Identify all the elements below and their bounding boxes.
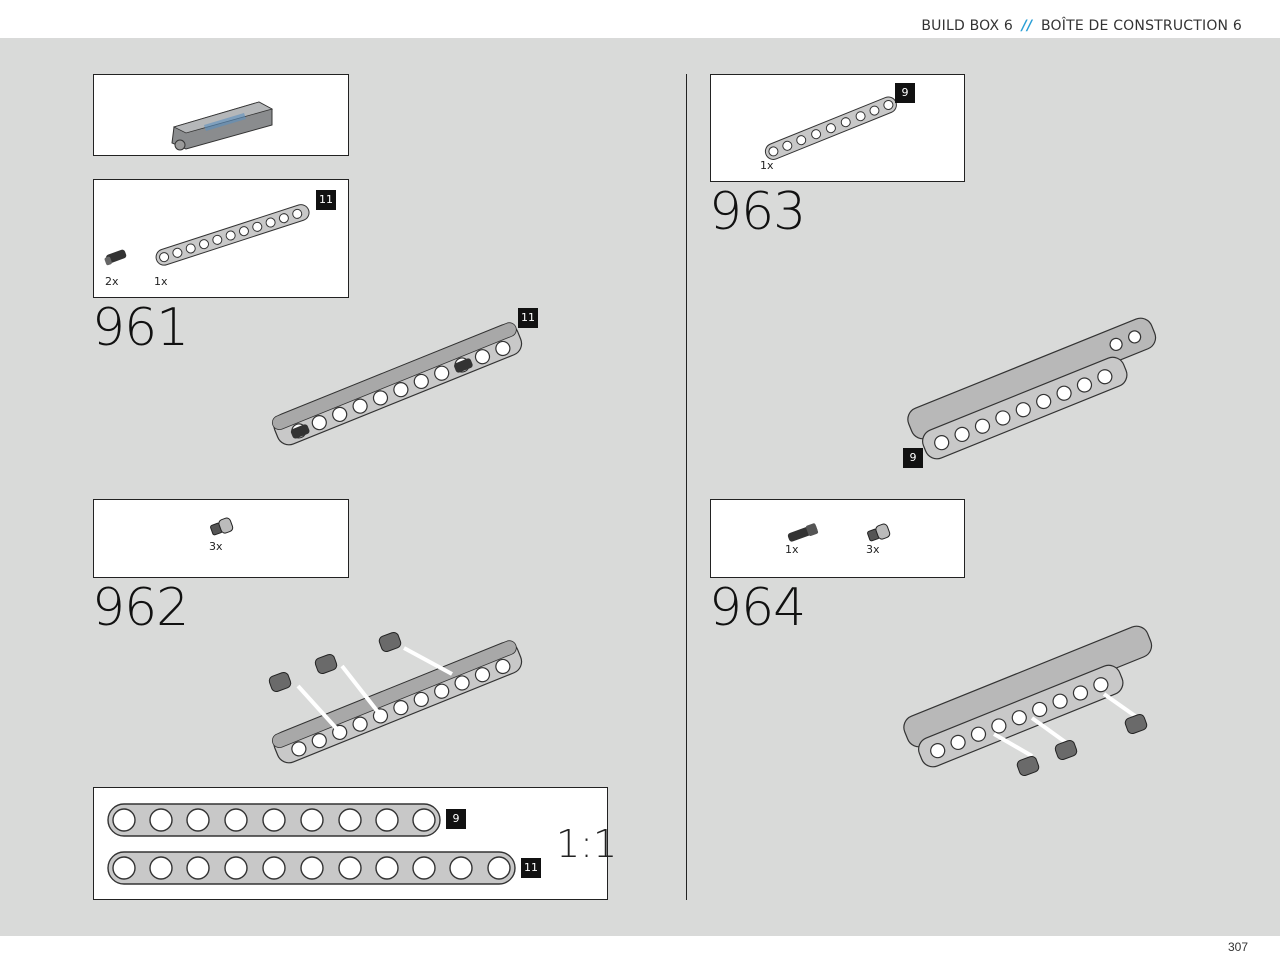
scale-badge-9: 9 — [446, 809, 466, 829]
parts-illustration-961 — [104, 204, 310, 266]
submodel-thumbnail — [171, 101, 274, 151]
bushing-pin-icon — [867, 523, 891, 542]
scale-ratio: 1:1 — [556, 822, 618, 866]
title-separator: // — [1021, 18, 1033, 34]
bushing-pin-icon — [210, 517, 234, 536]
beam-9-icon — [764, 96, 897, 160]
scale-beam-11 — [107, 851, 516, 885]
model-illustration-962 — [268, 631, 523, 764]
parts-box-963: 9 1x — [710, 74, 965, 182]
step-number-961: 961 — [92, 298, 189, 358]
length-badge-963: 9 — [895, 83, 915, 103]
step-number-964: 964 — [709, 578, 806, 638]
parts-box-964: 1x 3x — [710, 499, 965, 578]
part-qty-961-pin: 2x — [105, 275, 119, 288]
length-badge-961: 11 — [316, 190, 336, 210]
page-header: BUILD BOX 6 // BOÎTE DE CONSTRUCTION 6 — [0, 0, 1280, 38]
model-illustration-963 — [907, 317, 1157, 460]
part-qty-961-beam: 1x — [154, 275, 168, 288]
part-qty-964-bushing: 3x — [866, 543, 880, 556]
model-illustration-964 — [903, 625, 1153, 777]
callout-badge-963: 9 — [903, 448, 923, 468]
beam-11-icon — [155, 204, 310, 266]
column-divider — [686, 74, 687, 900]
part-qty-962-bushing: 3x — [209, 540, 223, 553]
parts-box-961: 11 2x 1x — [93, 179, 349, 298]
callout-badge-961: 11 — [518, 308, 538, 328]
part-qty-963-beam: 1x — [760, 159, 774, 172]
build-box-title: BUILD BOX 6 // BOÎTE DE CONSTRUCTION 6 — [921, 18, 1242, 34]
axle-pin-icon — [787, 523, 819, 542]
title-right: BOÎTE DE CONSTRUCTION 6 — [1040, 18, 1242, 34]
scale-badge-11: 11 — [521, 858, 541, 878]
pin-icon — [104, 249, 127, 266]
title-left: BUILD BOX 6 — [921, 18, 1014, 34]
parts-illustration-962 — [210, 517, 234, 536]
scale-beams — [107, 803, 516, 885]
parts-illustration-963 — [764, 96, 897, 160]
parts-box-962: 3x — [93, 499, 349, 578]
step-number-963: 963 — [709, 182, 806, 242]
parts-illustration-964 — [787, 523, 891, 542]
scale-beam-9 — [107, 803, 441, 837]
model-illustration-961 — [271, 322, 523, 446]
step-number-962: 962 — [92, 578, 189, 638]
submodel-reference-box — [93, 74, 349, 156]
part-qty-964-axle: 1x — [785, 543, 799, 556]
page-footer: 307 — [0, 936, 1280, 974]
scale-reference-box: 9 11 1:1 — [93, 787, 617, 900]
page-number: 307 — [1227, 940, 1248, 954]
